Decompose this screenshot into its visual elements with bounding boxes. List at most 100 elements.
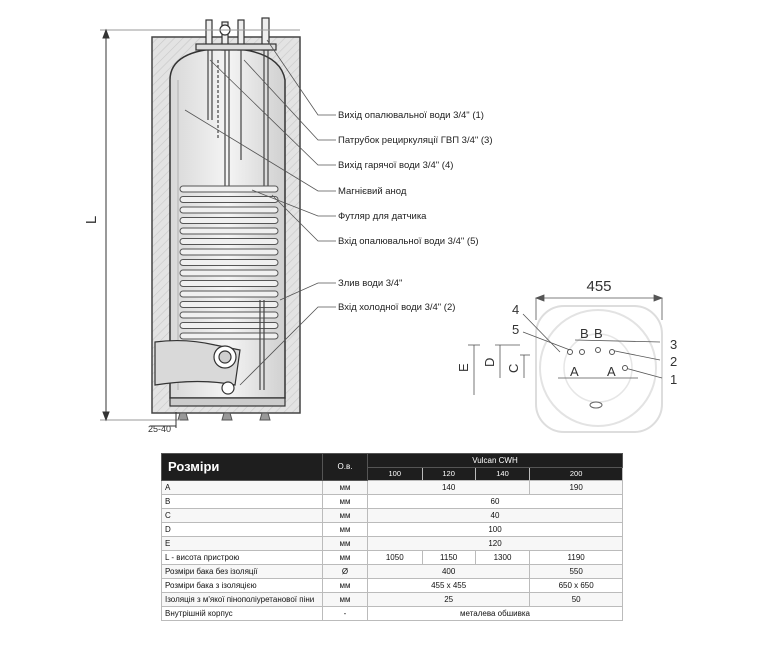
row-label: D xyxy=(161,522,323,537)
row-unit: мм xyxy=(322,508,368,523)
row-value: 25 xyxy=(366,592,531,607)
row-label: L - висота пристрою xyxy=(161,550,323,565)
coil-turn xyxy=(179,311,279,319)
row-value: 40 xyxy=(367,508,623,523)
label-1: 1 xyxy=(670,372,677,387)
dimension-bottom xyxy=(150,412,177,428)
boiler-diagram: L 25-40 Вихід опалювальної води 3/4" (1)… xyxy=(83,17,677,434)
row-label: B xyxy=(161,494,323,509)
dimension-L-label: L xyxy=(83,216,100,224)
callout-magnesium-anode: Магнієвий анод xyxy=(338,186,407,197)
size-header: 200 xyxy=(529,467,623,481)
coil-turn xyxy=(179,206,279,214)
callout-heating-inlet: Вхід опалювальної води 3/4" (5) xyxy=(338,236,479,247)
coil-turn xyxy=(179,322,279,329)
coil-turn xyxy=(179,301,279,308)
feet xyxy=(177,412,271,421)
row-value: 1150 xyxy=(421,550,476,565)
top-fittings xyxy=(195,17,277,51)
callout-cold-water-inlet: Вхід холодної води 3/4" (2) xyxy=(338,302,455,313)
unit-header: О.в. xyxy=(322,453,368,481)
label-B1: B xyxy=(580,326,589,341)
label-3: 3 xyxy=(670,337,677,352)
bottom-section xyxy=(154,300,286,407)
heating-coil xyxy=(179,185,279,340)
label-5: 5 xyxy=(512,322,519,337)
coil-turn xyxy=(179,196,279,203)
label-C: C xyxy=(506,364,521,373)
row-unit: мм xyxy=(322,522,368,537)
label-B2: B xyxy=(594,326,603,341)
row-unit: мм xyxy=(322,550,368,565)
row-label: Розміри бака з ізоляцією xyxy=(161,578,323,593)
coil-turn xyxy=(179,332,279,340)
coil-turn xyxy=(179,238,279,245)
table-row: Ізоляція з м'якої пінополіуретанової пін… xyxy=(161,592,623,607)
callout-leaders xyxy=(184,39,336,386)
row-unit: мм xyxy=(322,494,368,509)
row-value: 140 xyxy=(366,480,531,495)
row-value: 550 xyxy=(529,564,623,579)
row-unit: Ø xyxy=(322,564,368,579)
dimensions-table: Розміри О.в. Vulcan CWH 100 120 140 200 … xyxy=(161,453,623,621)
coil-turn xyxy=(179,259,279,266)
size-header: 100 xyxy=(367,467,423,481)
row-value: 60 xyxy=(367,494,623,509)
row-value: 1190 xyxy=(529,550,623,565)
table-row: Внутрішній корпус-металева обшивка xyxy=(161,606,623,621)
coil-turn xyxy=(179,185,279,193)
dimension-L xyxy=(100,28,300,422)
top-view xyxy=(468,294,664,433)
callout-labels: Вихід опалювальної води 3/4" (1) Патрубо… xyxy=(338,110,493,313)
row-value: 1300 xyxy=(474,550,531,565)
coil-turn xyxy=(179,290,279,298)
coil-turn xyxy=(179,269,279,277)
label-4: 4 xyxy=(512,302,519,317)
row-unit: мм xyxy=(322,578,368,593)
callout-recirculation: Патрубок рециркуляції ГВП 3/4" (3) xyxy=(338,135,493,146)
row-value: 190 xyxy=(529,480,623,495)
size-header: 120 xyxy=(421,467,476,481)
callout-hot-water-outlet: Вихід гарячої води 3/4" (4) xyxy=(338,160,453,171)
dimension-bottom-label: 25-40 xyxy=(148,424,171,434)
row-label: Розміри бака без ізоляції xyxy=(161,564,323,579)
model-header: Vulcan CWH xyxy=(367,453,623,468)
label-D: D xyxy=(482,358,497,367)
row-label: Ізоляція з м'якої пінополіуретанової пін… xyxy=(161,592,323,607)
coil-turn xyxy=(179,248,279,256)
label-A2: A xyxy=(607,364,616,379)
row-label: A xyxy=(161,480,323,495)
label-E: E xyxy=(456,363,471,372)
size-header: 140 xyxy=(474,467,531,481)
row-value: 100 xyxy=(367,522,623,537)
label-A1: A xyxy=(570,364,579,379)
row-value: 650 x 650 xyxy=(529,578,623,593)
table-title: Розміри xyxy=(161,453,323,481)
row-value: 120 xyxy=(367,536,623,551)
top-view-labels: 4 5 B B 3 2 1 A A E D C xyxy=(456,302,677,387)
row-label: Внутрішній корпус xyxy=(161,606,323,621)
row-unit: - xyxy=(322,606,368,621)
row-value: 1050 xyxy=(367,550,423,565)
row-value: 455 x 455 xyxy=(366,578,531,593)
dimension-455-label: 455 xyxy=(586,278,611,295)
callout-sensor-sleeve: Футляр для датчика xyxy=(338,211,427,222)
callout-drain: Злив води 3/4" xyxy=(338,278,402,289)
row-label: E xyxy=(161,536,323,551)
row-value: металева обшивка xyxy=(367,606,623,621)
row-value: 400 xyxy=(366,564,531,579)
row-unit: мм xyxy=(322,592,368,607)
coil-turn xyxy=(179,227,279,235)
label-2: 2 xyxy=(670,354,677,369)
row-label: C xyxy=(161,508,323,523)
coil-turn xyxy=(179,280,279,287)
row-unit: мм xyxy=(322,536,368,551)
